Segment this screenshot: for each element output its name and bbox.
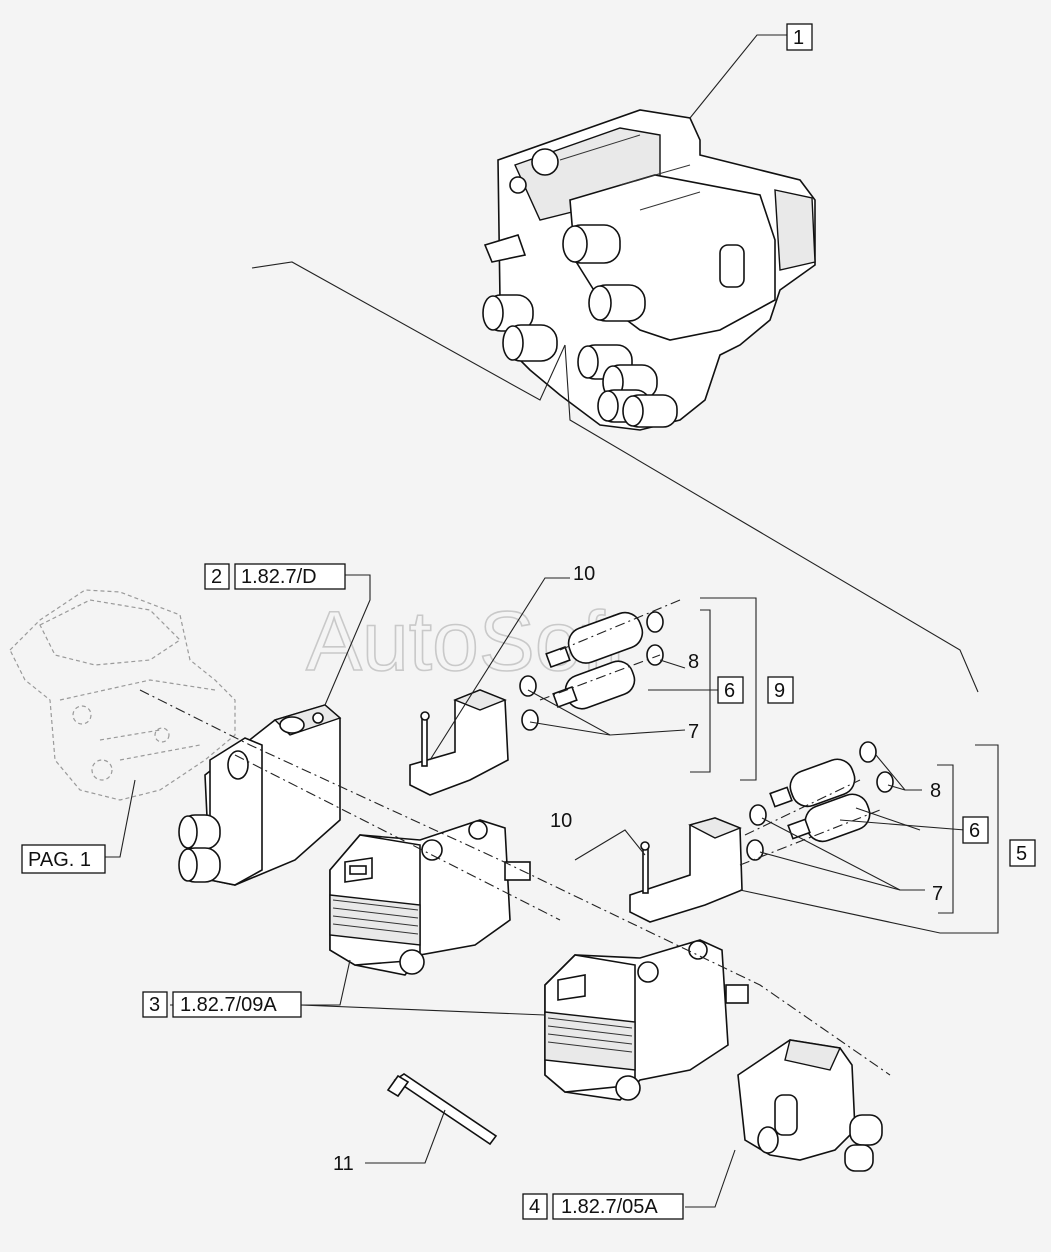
callout-9: 9 bbox=[767, 676, 794, 704]
cartridges-upper bbox=[519, 611, 664, 731]
callout-6-lower-number: 6 bbox=[969, 820, 980, 842]
callout-1: 1 bbox=[786, 23, 813, 51]
callout-4-number: 4 bbox=[529, 1196, 540, 1218]
callout-3-number: 3 bbox=[149, 994, 160, 1016]
callout-pag: PAG. 1 bbox=[21, 844, 106, 874]
valve-section-b bbox=[544, 939, 749, 1101]
label-8-lower: 8 bbox=[930, 780, 941, 802]
callout-1-number: 1 bbox=[793, 27, 804, 49]
callout-2-reference: 1.82.7/D bbox=[241, 566, 317, 588]
callout-3: 3 1.82.7/09A bbox=[142, 991, 302, 1018]
callout-6-lower: 6 bbox=[962, 816, 989, 844]
valve-section-a bbox=[329, 819, 531, 976]
callout-4: 4 1.82.7/05A bbox=[522, 1193, 684, 1220]
ghost-housing bbox=[9, 589, 236, 801]
end-cover bbox=[737, 1039, 883, 1172]
callout-2: 2 1.82.7/D bbox=[204, 563, 346, 590]
end-plate-inlet bbox=[178, 704, 342, 886]
label-8-upper: 8 bbox=[688, 651, 699, 673]
cover-plate-upper bbox=[409, 689, 509, 796]
callout-pag-text: PAG. 1 bbox=[28, 849, 91, 871]
label-7-upper: 7 bbox=[688, 721, 699, 743]
callout-3-reference: 1.82.7/09A bbox=[180, 994, 277, 1016]
cover-plate-lower bbox=[629, 817, 743, 923]
callout-4-reference: 1.82.7/05A bbox=[561, 1196, 658, 1218]
callout-9-number: 9 bbox=[774, 680, 785, 702]
cartridges-lower bbox=[746, 741, 894, 861]
callout-5: 5 bbox=[1009, 839, 1036, 867]
label-10-lower: 10 bbox=[550, 810, 572, 832]
callout-5-number: 5 bbox=[1016, 843, 1027, 865]
callout-6-upper: 6 bbox=[717, 676, 744, 704]
tie-bolt bbox=[386, 1073, 498, 1146]
label-11: 11 bbox=[333, 1153, 354, 1175]
valve-assembly bbox=[482, 109, 816, 431]
label-10-upper: 10 bbox=[573, 563, 595, 585]
label-7-lower: 7 bbox=[932, 883, 943, 905]
callout-2-number: 2 bbox=[211, 566, 222, 588]
callout-6-upper-number: 6 bbox=[724, 680, 735, 702]
